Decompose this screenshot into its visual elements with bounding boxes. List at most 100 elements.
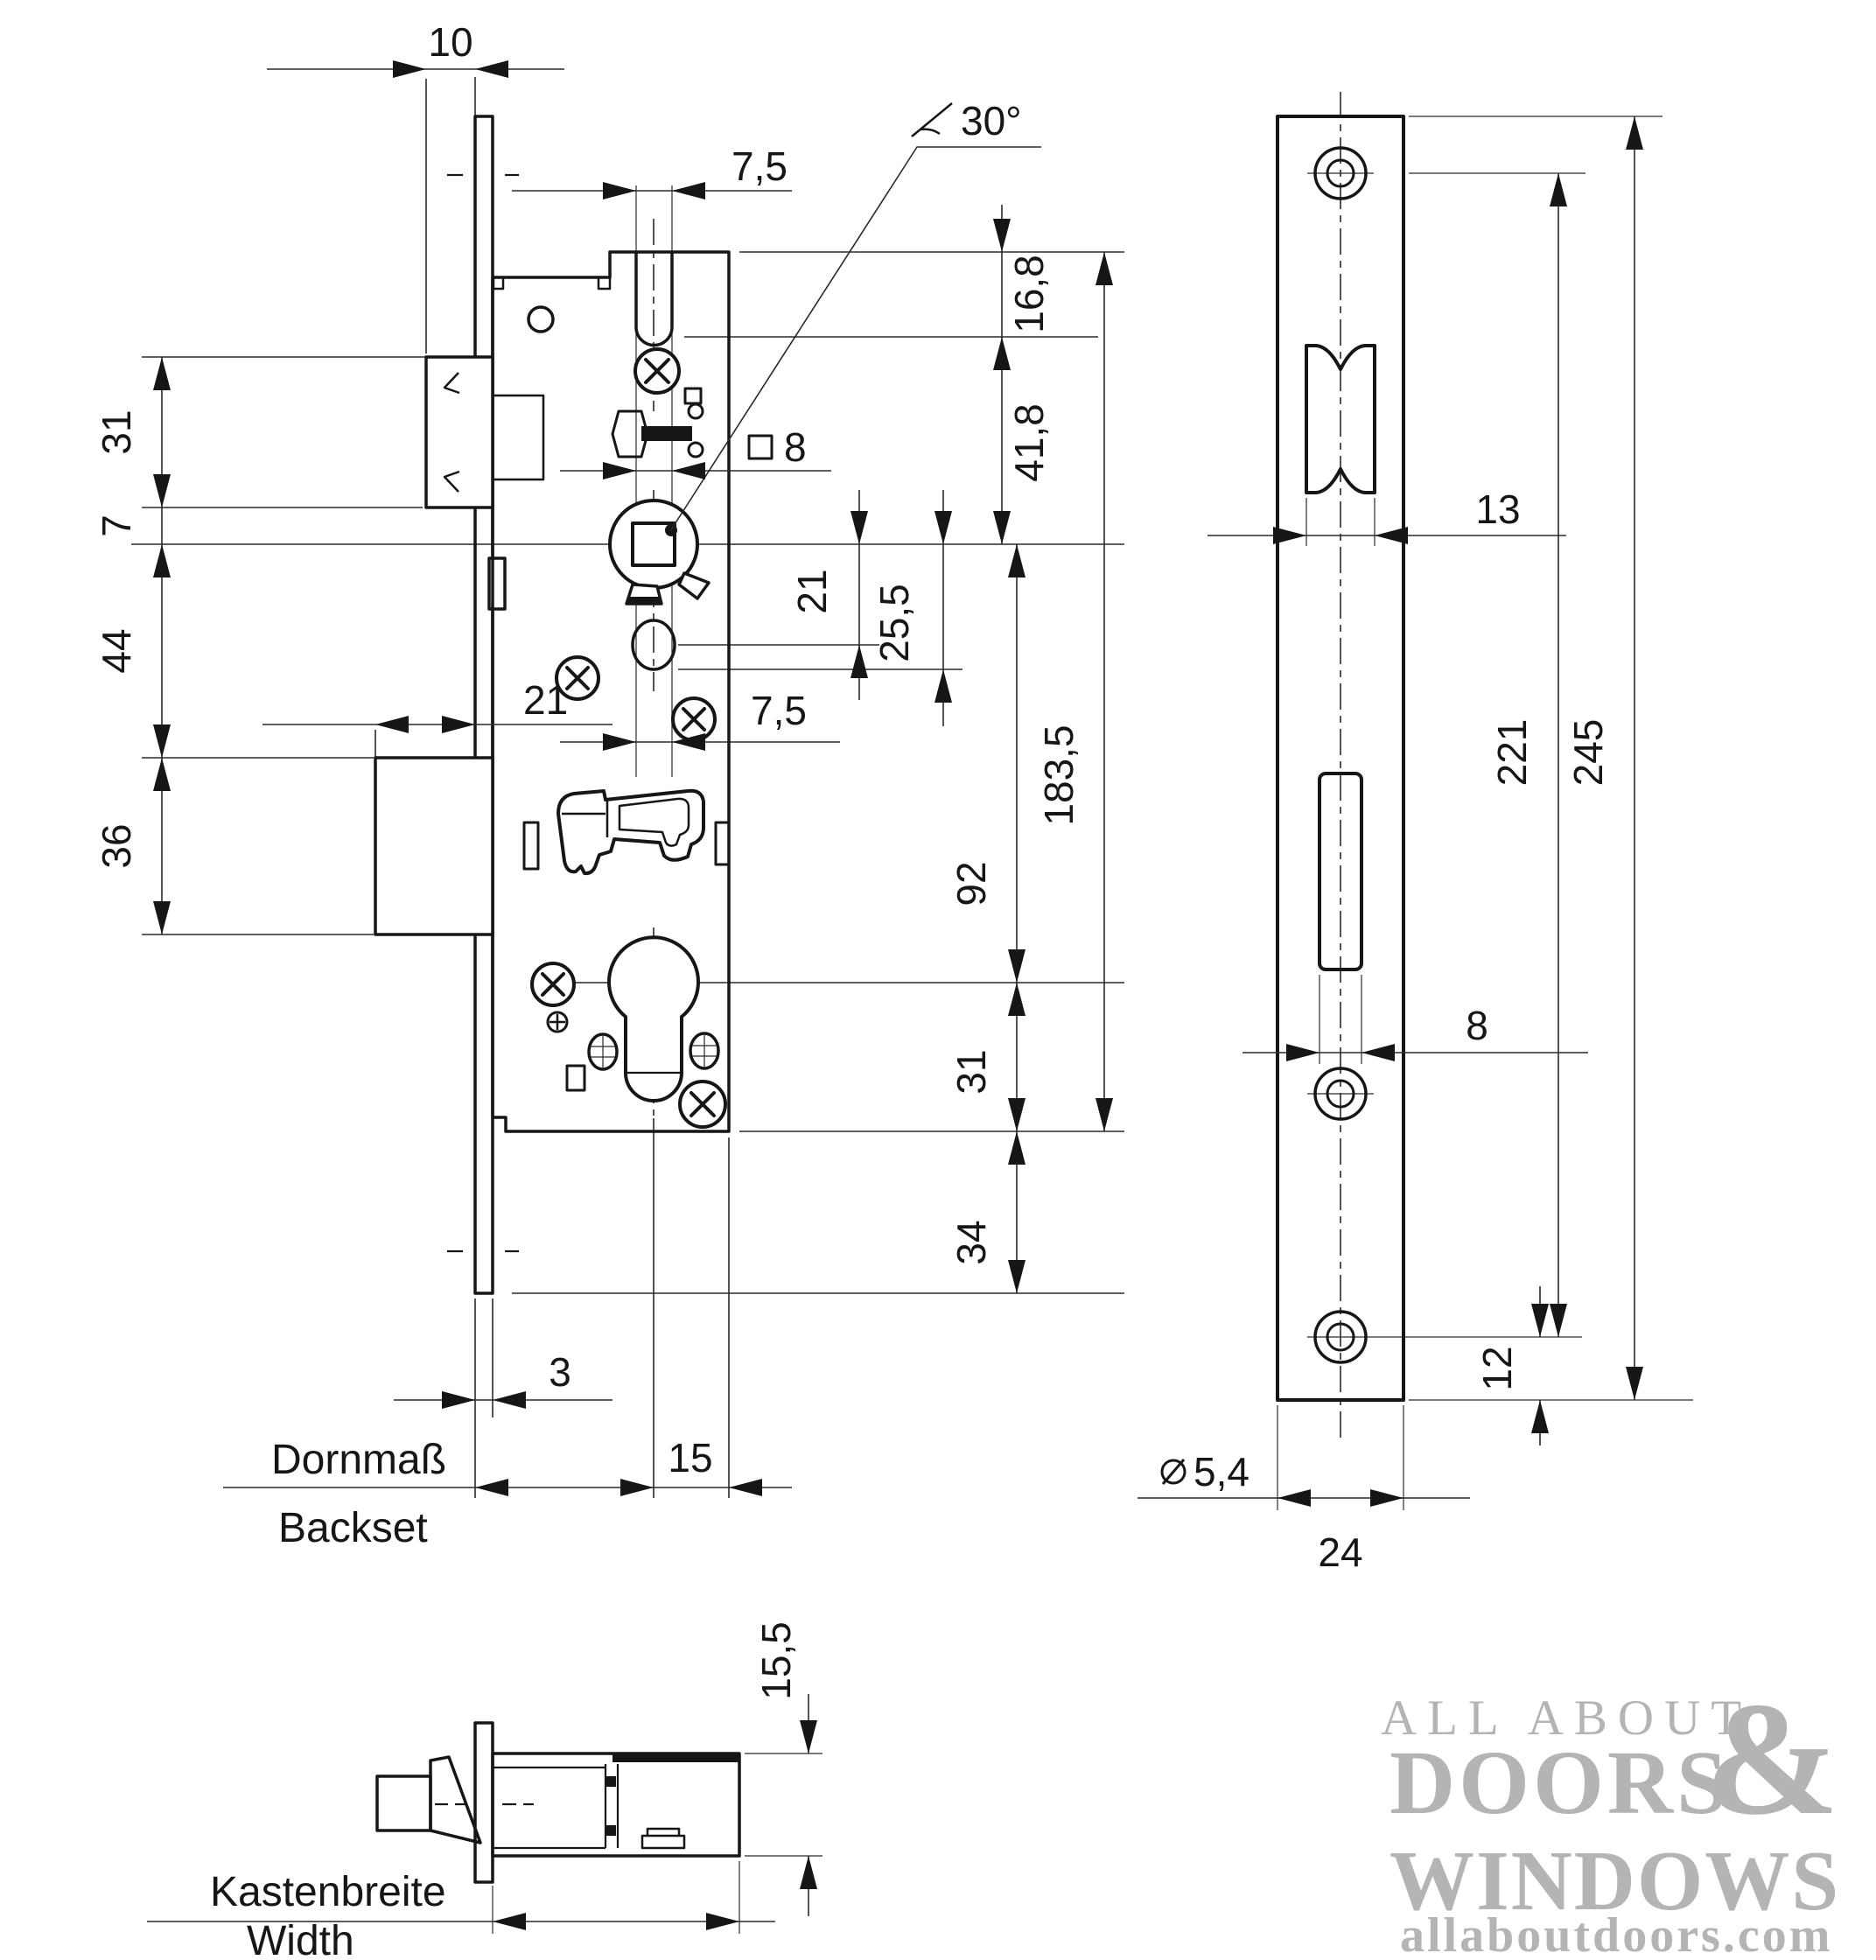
dim-label-12: 12: [1474, 1346, 1520, 1390]
case-top-notch-right: [597, 276, 612, 290]
dim-31-low: 31: [948, 983, 1026, 1131]
latch-tail: [493, 394, 545, 481]
faceplate: [473, 115, 494, 1295]
mesh-oval-left: [587, 1032, 619, 1071]
dim-221: 221: [1409, 172, 1586, 1337]
dim-label-30deg: 30°: [961, 98, 1022, 144]
dim-label-75-low: 7,5: [751, 688, 807, 733]
extension-lines: [142, 77, 1124, 1498]
dim-label-7: 7: [94, 514, 139, 537]
latch-bevel-mark-top: [443, 372, 460, 395]
side-case: [491, 1752, 741, 1858]
strike-plate: [1276, 115, 1405, 1402]
backset-label-en: Backset: [278, 1505, 428, 1551]
plate-screw-hole-bottom: [1307, 1310, 1582, 1364]
dim-label-8: 8: [1466, 1003, 1488, 1048]
dim-label-221: 221: [1489, 719, 1535, 787]
dim-label-255: 25,5: [872, 584, 917, 662]
dim-255: 25,5: [872, 490, 952, 726]
dim-projection-10: 10: [267, 19, 564, 78]
dim-label-31: 31: [94, 410, 139, 454]
small-hole-1: [687, 402, 704, 420]
dim-34: 34: [948, 1131, 1026, 1293]
main-view: 10 7,5 30° 16,8 41,8 21: [94, 19, 1124, 1551]
spindle-bolt: [611, 410, 692, 458]
dim-92: 92: [948, 544, 1026, 1293]
screw-bottom-right: [678, 1080, 727, 1129]
dim-label-44: 44: [94, 628, 139, 673]
dim-kastenbreite: Kastenbreite Width: [147, 1861, 775, 1960]
dim-slot-75-top: 7,5: [512, 144, 792, 200]
width-label-en: Width: [247, 1918, 354, 1960]
dim-label-34: 34: [948, 1220, 994, 1264]
dim-label-92: 92: [948, 861, 994, 906]
dim-12: 12: [1474, 1286, 1549, 1446]
dim-label-75-top: 7,5: [732, 144, 788, 189]
logo-ampersand: &: [1704, 1670, 1839, 1849]
lock-case: [487, 250, 731, 1133]
dim-angle-30: 30°: [669, 98, 1041, 532]
logo-url: allaboutdoors.com: [1400, 1908, 1832, 1960]
dim-8: 8: [1242, 975, 1588, 1064]
logo-watermark: ALL ABOUT DOORS & WINDOWS allaboutdoors.…: [1381, 1670, 1840, 1960]
dim-label-13: 13: [1475, 486, 1520, 532]
dim-label-245: 245: [1565, 719, 1611, 787]
small-square-port: [683, 387, 703, 405]
oval-hole: [631, 619, 676, 671]
logo-line2: DOORS: [1390, 1732, 1731, 1833]
dim-label-15: 15: [668, 1435, 712, 1480]
dim-168: 16,8: [993, 205, 1052, 544]
small-rect-port: [565, 1064, 586, 1092]
hook-lever: [522, 788, 731, 876]
dim-label-24: 24: [1318, 1530, 1362, 1575]
small-hole-2: [687, 441, 704, 458]
logo-line3: WINDOWS: [1390, 1834, 1840, 1928]
strike-plate-view: 13 8 221: [1138, 92, 1693, 1575]
side-faceplate: [473, 1721, 494, 1884]
dim-label-21v: 21: [789, 569, 835, 613]
screw-small-cross: [546, 1011, 569, 1033]
dim-1835: 183,5: [1036, 252, 1113, 1131]
cylinder-screws: [530, 962, 727, 1129]
screw-mid-right: [671, 696, 717, 742]
dim-label-10: 10: [428, 19, 472, 65]
latch-bolt: [424, 355, 545, 509]
dim-dia-54: 5,4: [1160, 1449, 1250, 1494]
dim-label-31low: 31: [948, 1049, 994, 1094]
dim-label-168: 16,8: [1006, 255, 1052, 333]
dim-slot-75-low: 7,5: [560, 688, 840, 751]
latch-cutout: [1305, 344, 1376, 494]
side-clip: [640, 1834, 686, 1850]
dim-label-54: 5,4: [1194, 1449, 1250, 1494]
side-latch-tip: [375, 1755, 482, 1844]
dim-plate-3: 3: [394, 1349, 612, 1409]
screw-cyl-left: [530, 962, 576, 1007]
dim-13: 13: [1208, 486, 1566, 546]
diameter-symbol-icon: [1160, 1459, 1186, 1485]
dim-245: 245: [1409, 116, 1693, 1401]
side-view: 15,5 Kastenbreite Width: [147, 1621, 822, 1960]
hook-slot-right: [714, 821, 731, 866]
dim-label-3: 3: [549, 1349, 571, 1395]
dim-label-418: 41,8: [1006, 403, 1052, 482]
screw-top: [634, 347, 681, 395]
case-top-notch-left: [492, 276, 505, 290]
dim-155: 15,5: [745, 1621, 822, 1916]
deadbolt: [374, 756, 494, 936]
deadbolt-cutout: [1318, 772, 1363, 971]
angle-icon: [911, 102, 953, 137]
screw-left: [555, 655, 600, 701]
follower-hub: [608, 499, 710, 606]
width-label-de: Kastenbreite: [210, 1869, 446, 1915]
dim-label-1835: 183,5: [1036, 724, 1082, 825]
dim-418: 41,8: [993, 403, 1052, 544]
dim-square-8: 8: [560, 424, 831, 480]
dim-21-deadbolt: 21: [262, 677, 612, 733]
mesh-oval-right: [689, 1032, 720, 1070]
latch-guide-slot: [634, 252, 674, 347]
dim-label-155: 15,5: [753, 1621, 799, 1700]
dim-label-21bolt: 21: [523, 677, 568, 723]
follower-notch: [677, 571, 710, 600]
backset-label-de: Dornmaß: [271, 1437, 446, 1483]
